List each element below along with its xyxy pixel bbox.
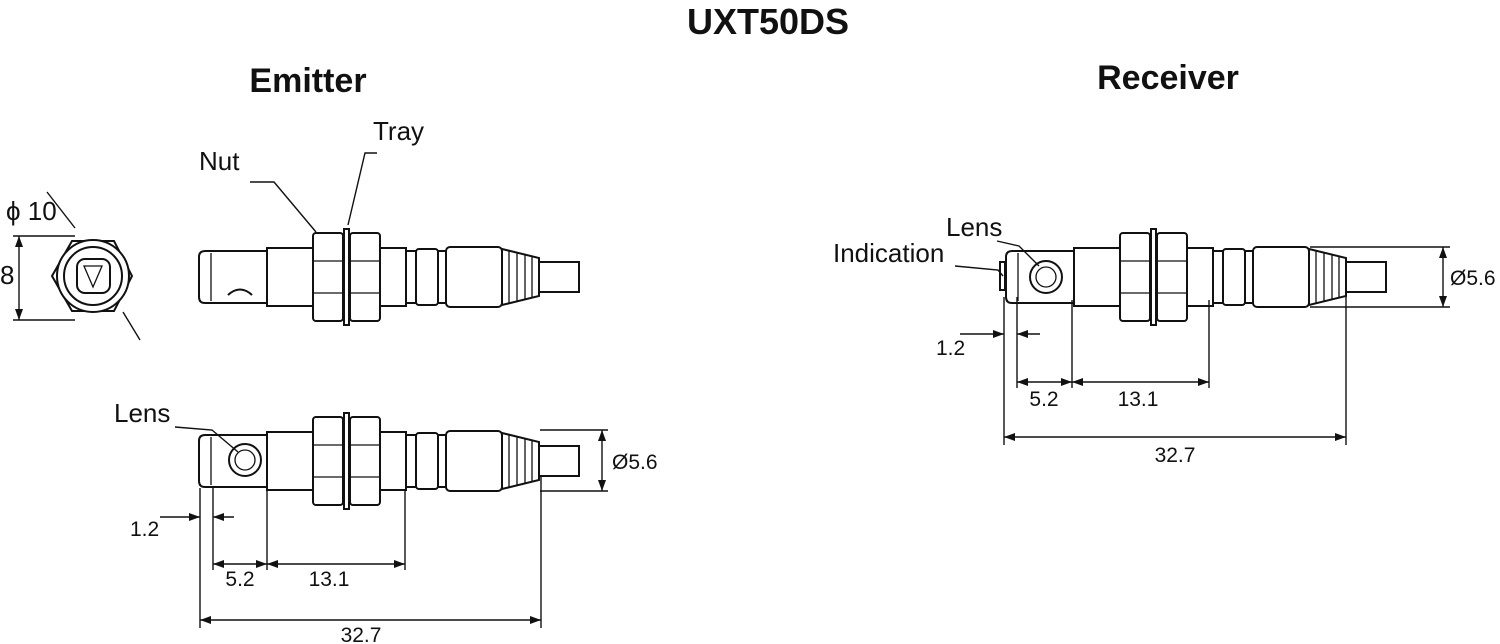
emitter-callout-lines xyxy=(250,152,377,233)
emitter-nut-callout: Nut xyxy=(199,146,240,176)
emitter-front-view xyxy=(13,191,141,341)
emitter-dim-13-1: 13.1 xyxy=(309,568,350,591)
emitter-diameter-label: ϕ 10 xyxy=(6,196,57,226)
receiver-heading: Receiver xyxy=(1097,59,1239,97)
receiver-side-view xyxy=(954,228,1387,326)
receiver-dim-5-2: 5.2 xyxy=(1029,388,1058,411)
receiver-dim-13-1: 13.1 xyxy=(1118,388,1159,411)
emitter-tray-callout: Tray xyxy=(373,116,424,146)
receiver-dim-32-7: 32.7 xyxy=(1155,444,1196,467)
receiver-lens-callout: Lens xyxy=(946,212,1002,242)
emitter-lens-callout: Lens xyxy=(114,398,170,428)
receiver-indication-callout: Indication xyxy=(833,238,944,268)
emitter-dim-diameter: Ø5.6 xyxy=(612,451,658,474)
emitter-dim-32-7: 32.7 xyxy=(341,624,382,644)
receiver-dim-diameter: Ø5.6 xyxy=(1450,267,1496,290)
emitter-dim-1-2: 1.2 xyxy=(130,518,159,541)
emitter-dim-5-2: 5.2 xyxy=(225,568,254,591)
emitter-side-view xyxy=(198,228,580,326)
receiver-dimension-lines xyxy=(960,246,1450,445)
drawing-title: UXT50DS xyxy=(687,1,849,42)
emitter-height-label: 8 xyxy=(0,260,14,290)
emitter-dimension-lines xyxy=(160,429,608,628)
emitter-heading: Emitter xyxy=(249,62,366,100)
receiver-dim-1-2: 1.2 xyxy=(936,337,965,360)
emitter-dimension-view xyxy=(174,412,580,510)
